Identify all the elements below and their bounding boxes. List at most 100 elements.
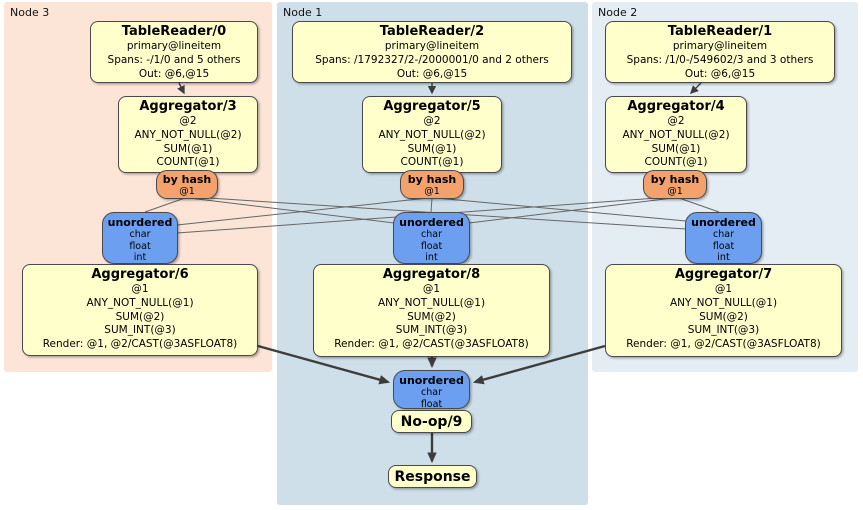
processor-detail: @2 — [667, 115, 685, 127]
processor-detail: COUNT(@1) — [400, 156, 464, 169]
router-detail: float — [129, 240, 151, 252]
processor-detail: ANY_NOT_NULL(@2) — [378, 128, 486, 141]
processor-detail: SUM_INT(@3) — [395, 324, 468, 337]
processor-detail: Out: @6,@15 — [138, 67, 210, 80]
processor-detail: Render: @1, @2/CAST(@3ASFLOAT8) — [334, 338, 529, 351]
processor-tablereader-0: TableReader/0 primary@lineitem Spans: -/… — [90, 21, 258, 83]
processor-title: Aggregator/6 — [91, 267, 189, 282]
router-title: unordered — [691, 216, 756, 229]
processor-detail: COUNT(@1) — [156, 156, 220, 169]
processor-aggregator-5: Aggregator/5 @2 ANY_NOT_NULL(@2) SUM(@1)… — [362, 96, 502, 173]
router-title: by hash — [407, 173, 457, 186]
processor-detail: ANY_NOT_NULL(@2) — [622, 128, 730, 141]
processor-detail: ANY_NOT_NULL(@1) — [377, 296, 486, 309]
processor-detail: @2 — [423, 115, 441, 127]
processor-detail: Spans: /1/0-/549602/3 and 3 others — [626, 53, 814, 66]
processor-tablereader-2: TableReader/2 primary@lineitem Spans: /1… — [292, 21, 572, 83]
processor-title: Aggregator/3 — [139, 99, 237, 114]
processor-title: Aggregator/7 — [674, 267, 773, 282]
processor-title: TableReader/1 — [667, 24, 773, 39]
router-detail: char — [421, 229, 442, 240]
stream-unordered-node1: unordered char float int — [393, 212, 470, 264]
processor-title: Aggregator/5 — [383, 99, 481, 114]
stream-unordered-node3: unordered char float int — [102, 212, 178, 264]
processor-detail: Render: @1, @2/CAST(@3ASFLOAT8) — [626, 338, 821, 351]
processor-detail: SUM(@1) — [163, 142, 213, 155]
router-detail: float — [420, 398, 443, 410]
processor-detail: primary@lineitem — [384, 40, 480, 52]
router-title: unordered — [399, 374, 464, 387]
processor-detail: ANY_NOT_NULL(@1) — [669, 296, 778, 309]
edge-hashM-unordM — [430, 197, 433, 213]
processor-response: Response — [388, 465, 477, 488]
router-detail: float — [712, 240, 735, 252]
processor-title: TableReader/0 — [121, 24, 227, 39]
processor-noop-9: No-op/9 — [391, 410, 472, 433]
edge-hashL-unordM — [188, 197, 395, 224]
processor-title: Aggregator/8 — [382, 267, 481, 282]
processor-title: Aggregator/4 — [627, 99, 725, 114]
edge-hashR-unordR — [678, 197, 720, 213]
router-by-hash-node3: by hash @1 — [156, 170, 218, 199]
router-title: by hash — [162, 173, 212, 186]
processor-detail: primary@lineitem — [126, 40, 222, 52]
edge-tr1-agg4 — [690, 82, 702, 94]
processor-detail: @1 — [714, 283, 733, 295]
edge-hashR-unordM — [468, 197, 674, 224]
edge-agg6-unordB — [257, 344, 391, 385]
router-detail: float — [420, 240, 443, 252]
processor-detail: Spans: /1792327/2-/2000001/0 and 2 other… — [315, 53, 549, 66]
router-detail: @1 — [424, 186, 440, 197]
edge-hashM-unordR — [435, 197, 687, 222]
router-detail: char — [421, 387, 442, 398]
router-detail: char — [713, 229, 734, 240]
processor-detail: COUNT(@1) — [644, 156, 708, 169]
router-title: by hash — [650, 173, 700, 186]
router-detail: @1 — [179, 186, 195, 197]
router-detail: int — [133, 252, 147, 263]
router-detail: char — [129, 229, 151, 240]
processor-tablereader-1: TableReader/1 primary@lineitem Spans: /1… — [605, 21, 835, 83]
processor-detail: SUM(@2) — [699, 310, 748, 323]
edge-agg7-unordB — [472, 344, 606, 385]
processor-detail: Spans: -/1/0 and 5 others — [107, 53, 241, 66]
stream-unordered-final: unordered char float — [393, 370, 470, 410]
processor-aggregator-8: Aggregator/8 @1 ANY_NOT_NULL(@1) SUM(@2)… — [313, 264, 550, 357]
processor-detail: @2 — [179, 115, 197, 127]
processor-aggregator-3: Aggregator/3 @2 ANY_NOT_NULL(@2) SUM(@1)… — [118, 96, 258, 173]
edge-hashM-unordL — [176, 197, 429, 226]
processor-detail: SUM(@1) — [651, 142, 701, 155]
processor-detail: SUM_INT(@3) — [104, 324, 176, 337]
stream-unordered-node2: unordered char float int — [685, 212, 762, 264]
processor-detail: Out: @6,@15 — [396, 67, 468, 80]
processor-detail: SUM(@2) — [115, 310, 165, 323]
processor-aggregator-7: Aggregator/7 @1 ANY_NOT_NULL(@1) SUM(@2)… — [605, 264, 842, 357]
processor-detail: primary@lineitem — [672, 40, 768, 52]
processor-title: No-op/9 — [400, 414, 463, 430]
router-by-hash-node2: by hash @1 — [643, 170, 707, 199]
router-detail: int — [717, 252, 730, 263]
processor-aggregator-6: Aggregator/6 @1 ANY_NOT_NULL(@1) SUM(@2)… — [22, 264, 258, 356]
processor-detail: SUM(@1) — [407, 142, 457, 155]
edge-tr0-agg3 — [177, 82, 185, 95]
router-detail: int — [425, 252, 438, 263]
router-by-hash-node1: by hash @1 — [400, 170, 464, 199]
processor-title: TableReader/2 — [379, 24, 485, 39]
processor-detail: @1 — [131, 283, 149, 295]
processor-detail: SUM(@2) — [407, 310, 456, 323]
processor-title: Response — [394, 469, 471, 485]
router-title: unordered — [107, 216, 173, 229]
region-label-node3: Node 3 — [10, 6, 50, 19]
edge-hashL-unordL — [144, 197, 186, 213]
processor-aggregator-4: Aggregator/4 @2 ANY_NOT_NULL(@2) SUM(@1)… — [605, 96, 747, 173]
processor-detail: ANY_NOT_NULL(@1) — [86, 296, 194, 309]
router-detail: @1 — [667, 186, 683, 197]
processor-detail: SUM_INT(@3) — [687, 324, 760, 337]
router-title: unordered — [399, 216, 464, 229]
region-label-node1: Node 1 — [283, 6, 323, 19]
processor-detail: ANY_NOT_NULL(@2) — [134, 128, 242, 141]
processor-detail: Render: @1, @2/CAST(@3ASFLOAT8) — [42, 338, 238, 351]
processor-detail: Out: @6,@15 — [684, 67, 756, 80]
